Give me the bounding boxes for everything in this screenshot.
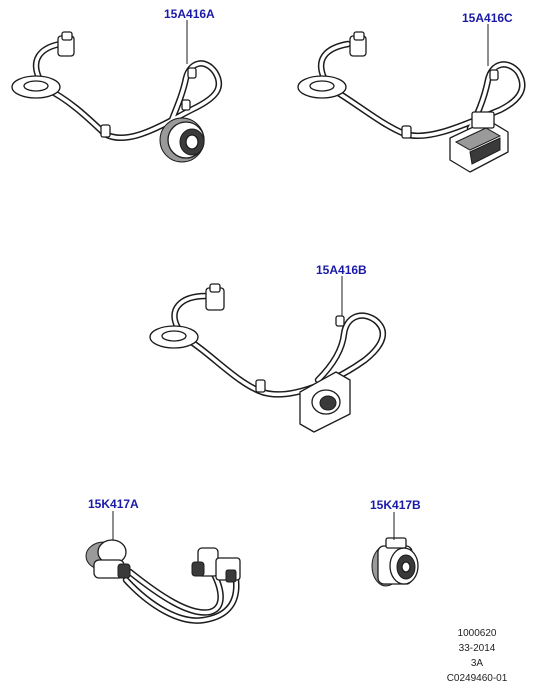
callout-15k417a: 15K417A bbox=[88, 497, 139, 511]
reference-date: 33-2014 bbox=[458, 643, 496, 654]
callout-15a416a: 15A416A bbox=[164, 7, 215, 21]
callout-15a416b: 15A416B bbox=[316, 263, 367, 277]
reference-block: 1000620 33-2014 3A C0249460-01 bbox=[422, 626, 532, 686]
reference-number: 1000620 bbox=[457, 628, 497, 639]
adapter-15k417a bbox=[85, 539, 241, 624]
harness-15a416a bbox=[11, 31, 223, 163]
reference-code: C0249460-01 bbox=[446, 673, 508, 684]
callout-15a416c: 15A416C bbox=[462, 11, 513, 25]
reference-revision: 3A bbox=[470, 658, 484, 669]
callout-15k417b: 15K417B bbox=[370, 498, 421, 512]
harness-15a416b bbox=[149, 283, 387, 433]
harness-15a416c bbox=[297, 31, 526, 173]
adapter-15k417b bbox=[371, 537, 419, 587]
